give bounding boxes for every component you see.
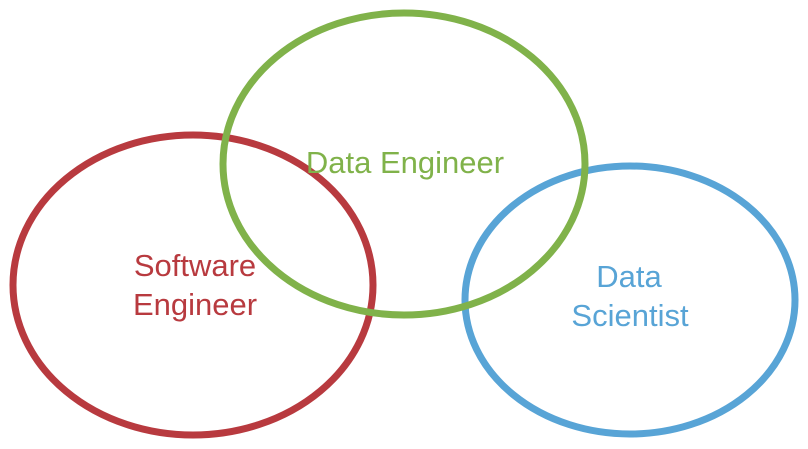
data-scientist-circle xyxy=(461,162,799,438)
software-engineer-label-line-2: Engineer xyxy=(133,287,257,322)
data-engineer-circle xyxy=(219,9,589,319)
software-engineer-circle xyxy=(9,131,377,439)
data-scientist-label-line-1: Data xyxy=(596,259,662,294)
data-scientist-group xyxy=(461,162,799,438)
software-engineer-label-line-1: Software xyxy=(134,248,256,283)
data-scientist-label-line-2: Scientist xyxy=(571,298,689,333)
software-engineer-group xyxy=(9,131,377,439)
data-engineer-label: Data Engineer xyxy=(306,145,504,180)
data-engineer-group xyxy=(219,9,589,319)
